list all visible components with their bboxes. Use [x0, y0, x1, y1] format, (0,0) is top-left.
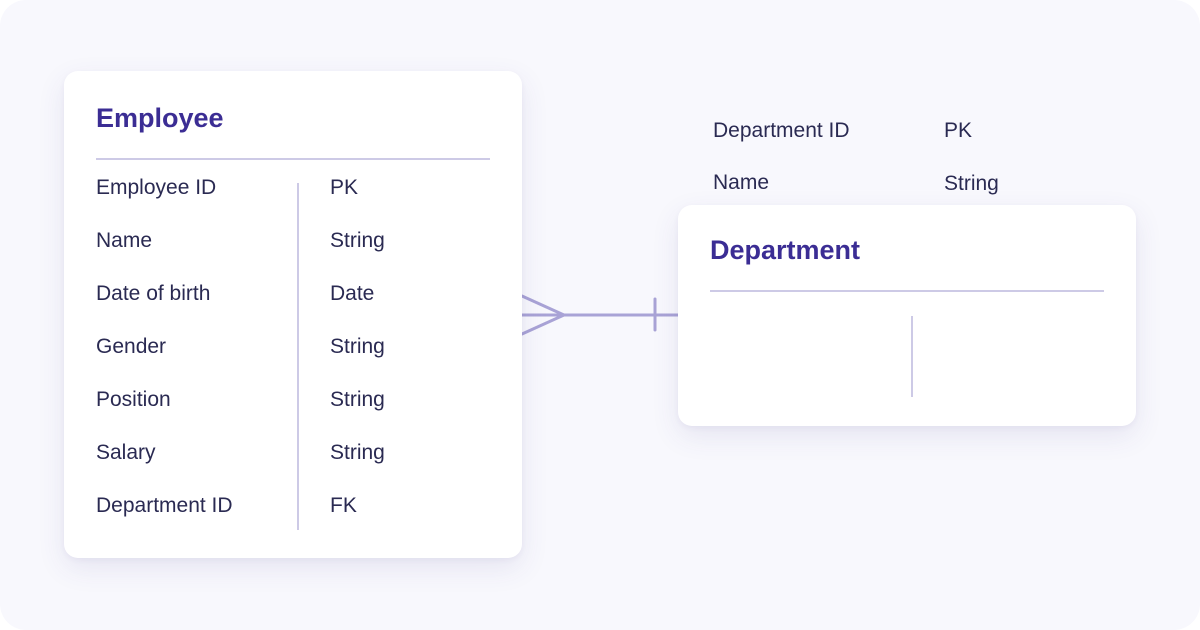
employee-column-divider: [297, 183, 299, 530]
employee-entity-title: Employee: [96, 103, 224, 133]
employee-type-gender: String: [330, 335, 385, 358]
employee-attribute-employee-id: Employee ID: [96, 176, 217, 199]
employee-type-position: String: [330, 388, 385, 411]
employee-attribute-gender: Gender: [96, 335, 167, 358]
employee-attribute-salary: Salary: [96, 441, 156, 464]
employee-type-employee-id: PK: [330, 176, 359, 199]
employee-type-department-id: FK: [330, 494, 357, 517]
department-column-divider: [911, 316, 913, 397]
employee-attribute-name: Name: [96, 229, 153, 252]
department-type-department-id: PK: [944, 119, 973, 142]
department-type-name: String: [944, 172, 999, 195]
employee-entity-card: Employee Employee ID PK Name String Date…: [64, 71, 522, 558]
employee-title-divider: [96, 158, 490, 160]
department-attribute-name: Name: [713, 171, 770, 194]
employee-attribute-department-id: Department ID: [96, 494, 233, 517]
department-entity-title: Department: [710, 235, 861, 265]
employee-attribute-position: Position: [96, 388, 171, 411]
employee-attribute-date-of-birth: Date of birth: [96, 282, 211, 305]
crows-foot-upper-prong: [520, 294, 566, 317]
crows-foot-lower-prong: [520, 313, 566, 336]
employee-type-salary: String: [330, 441, 385, 464]
employee-type-name: String: [330, 229, 385, 252]
department-entity-card: Department Department ID PK Name String: [678, 120, 1136, 426]
employee-type-date-of-birth: Date: [330, 282, 375, 305]
department-title-divider: [710, 290, 1104, 292]
department-attribute-department-id: Department ID: [713, 119, 850, 142]
